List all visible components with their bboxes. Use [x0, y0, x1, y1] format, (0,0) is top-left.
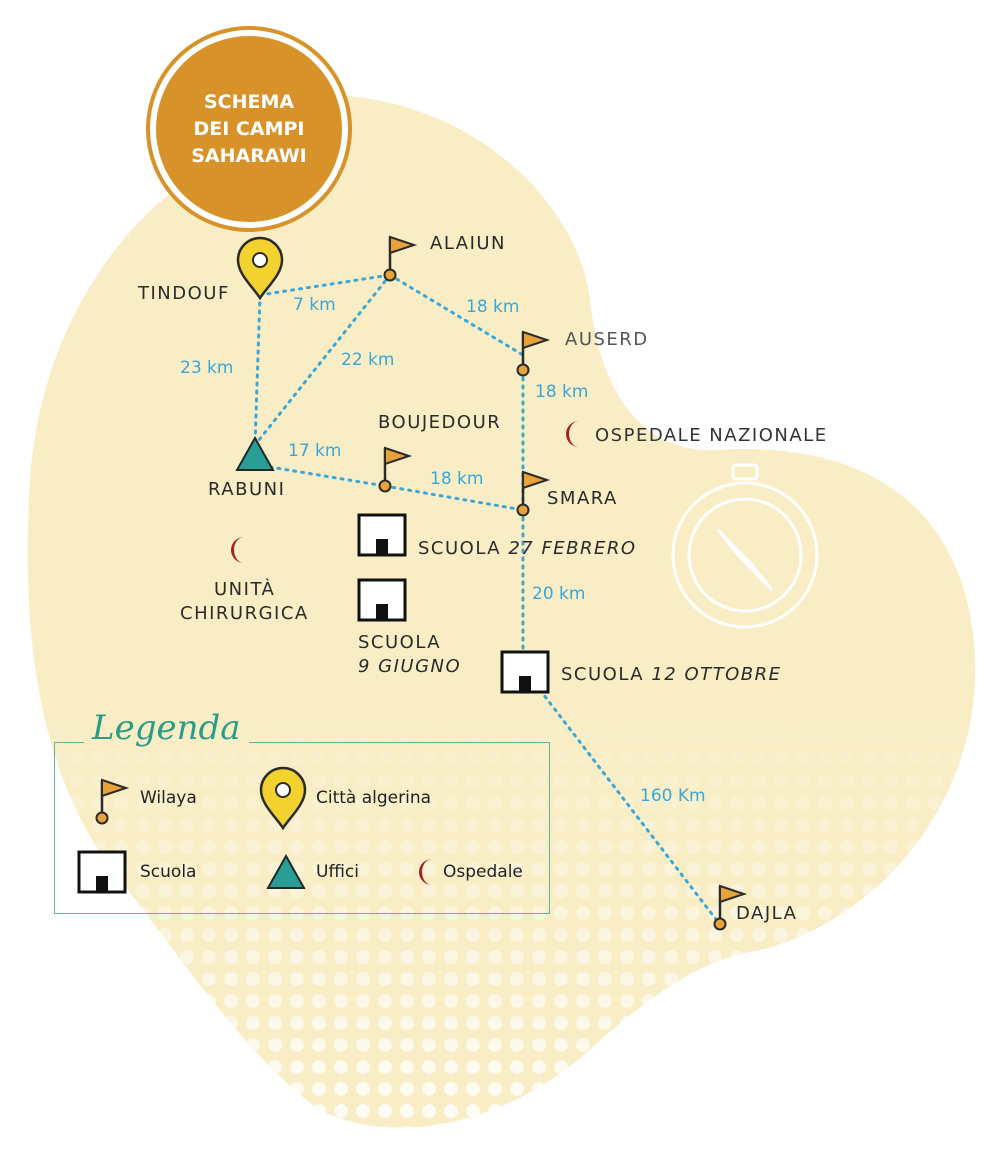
distance-boujedour-smara: 18 km — [430, 469, 484, 489]
label-ospedale-nazionale: OSPEDALE NAZIONALE — [595, 425, 828, 446]
legend-label-citta: Città algerina — [316, 788, 432, 808]
distance-rabuni-boujedour: 17 km — [288, 441, 342, 461]
legend-box — [54, 742, 550, 914]
label-scuola-9-name: 9 GIUGNO — [358, 656, 461, 677]
label-dajla: DAJLA — [736, 903, 798, 924]
legend-label-ospedale: Ospedale — [443, 862, 523, 882]
scuola-12-school-icon — [500, 650, 550, 694]
label-scuola-27: SCUOLA 27 FEBRERO — [418, 538, 637, 559]
route-boujedour-smara — [383, 484, 525, 512]
route-tindouf-alaiun — [258, 273, 392, 297]
label-auserd: AUSERD — [565, 329, 649, 350]
label-scuola-9-word: SCUOLA — [358, 632, 442, 653]
distance-alaiun-auserd: 18 km — [466, 297, 520, 317]
legend-title: Legenda — [84, 708, 249, 748]
route-scuola12-dajla — [538, 688, 720, 924]
route-rabuni-boujedour — [268, 465, 387, 488]
distance-tindouf-alaiun: 7 km — [293, 295, 336, 315]
distance-alaiun-rabuni: 22 km — [341, 350, 395, 370]
label-scuola-12-name: 12 OTTOBRE — [651, 664, 782, 685]
title-badge: SCHEMA DEI CAMPI SAHARAWI — [150, 30, 348, 228]
scuola-27-school-icon — [357, 513, 407, 557]
legend-label-scuola: Scuola — [140, 862, 197, 882]
label-scuola-12: SCUOLA 12 OTTOBRE — [561, 664, 782, 685]
label-rabuni: RABUNI — [208, 479, 286, 500]
distance-smara-scuola12: 20 km — [532, 584, 586, 604]
legend-label-uffici: Uffici — [316, 862, 359, 882]
label-alaiun: ALAIUN — [430, 233, 507, 254]
scuola-9-school-icon — [357, 578, 407, 622]
title-line-2: DEI CAMPI — [193, 117, 305, 140]
label-boujedour: BOUJEDOUR — [378, 412, 502, 433]
distance-tindouf-rabuni: 23 km — [180, 358, 234, 378]
route-alaiun-auserd — [388, 273, 525, 357]
label-chirurgica: CHIRURGICA — [180, 603, 309, 624]
label-smara: SMARA — [547, 488, 618, 509]
title-line-1: SCHEMA — [203, 90, 295, 113]
compass-icon — [671, 463, 819, 629]
route-tindouf-rabuni — [253, 293, 262, 447]
label-scuola-27-word: SCUOLA — [418, 538, 502, 559]
title-line-3: SAHARAWI — [191, 144, 307, 167]
distance-scuola12-dajla: 160 Km — [640, 786, 706, 806]
label-tindouf: TINDOUF — [138, 283, 230, 304]
legend-label-wilaya: Wilaya — [140, 788, 197, 808]
label-scuola-12-word: SCUOLA — [561, 664, 645, 685]
label-scuola-27-name: 27 FEBRERO — [508, 538, 637, 559]
distance-auserd-smara: 18 km — [535, 382, 589, 402]
label-unita: UNITÀ — [214, 579, 276, 600]
label-scuola-9-name-text: 9 GIUGNO — [358, 656, 462, 677]
